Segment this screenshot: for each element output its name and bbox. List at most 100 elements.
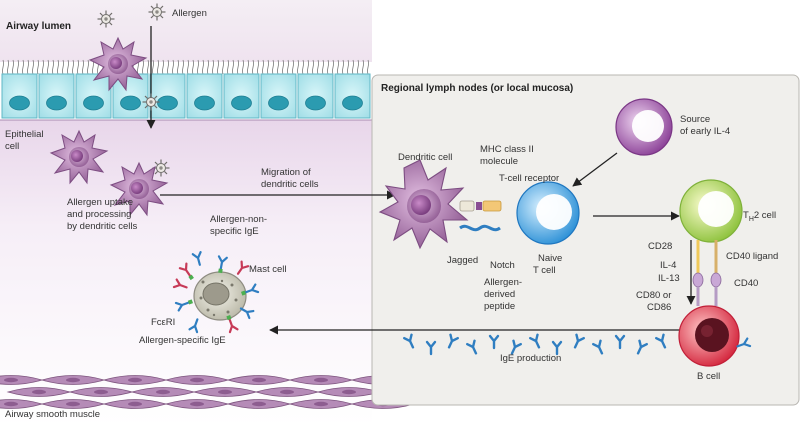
- receptor-pairs: [459, 200, 502, 232]
- dendritic-cell-large: [378, 159, 469, 250]
- il4-arrow: [572, 152, 618, 187]
- costimulatory-molecules: [692, 240, 722, 306]
- mast-cell: [172, 251, 260, 334]
- ige-antibody-icon: [529, 333, 541, 349]
- ige-antibody-icon: [172, 278, 188, 289]
- ige-antibody-icon: [510, 339, 522, 355]
- allergen-icon: [141, 92, 161, 112]
- epithelial-nucleus: [268, 95, 289, 111]
- specific-ige-label: Allergen-specific IgE: [139, 335, 226, 346]
- epithelial-nucleus: [305, 95, 326, 111]
- ige-antibody-icon: [403, 333, 415, 349]
- t-cell-receptor-icon: [482, 200, 502, 212]
- lymph-node-title: Regional lymph nodes (or local mucosa): [381, 83, 573, 94]
- svg-text:derived: derived: [484, 289, 515, 300]
- epithelial-cell: [1, 73, 38, 119]
- naive-t-cell: [516, 181, 580, 245]
- cd28-label: CD28: [648, 241, 672, 252]
- svg-text:T cell: T cell: [533, 265, 556, 276]
- ige-antibody-icon: [217, 255, 228, 274]
- il13-label: IL-13: [658, 273, 680, 284]
- epithelial-nucleus: [342, 95, 363, 111]
- epithelial-nucleus: [231, 95, 252, 111]
- ige-antibody-icon: [614, 334, 626, 350]
- svg-text:and processing: and processing: [67, 209, 131, 220]
- cilia: [2, 59, 369, 75]
- text-labels: Airway lumen Allergen Epithelial cell Al…: [5, 8, 778, 420]
- il4-label: IL-4: [660, 260, 676, 271]
- ige-antibody-icon: [573, 333, 585, 349]
- th2-cell-label: TH2 cell: [743, 210, 776, 223]
- ige-antibody-icon: [425, 340, 437, 356]
- mhc-class-ii-icon: [459, 200, 475, 212]
- ige-antibodies: [403, 333, 667, 356]
- th2-cell: [679, 179, 743, 243]
- ige-antibody-icon: [178, 262, 194, 281]
- cd80-label: CD80 or: [636, 290, 671, 301]
- allergen-label: Allergen: [172, 8, 207, 19]
- il4-source-cell: [615, 98, 673, 156]
- epithelial-nucleus: [9, 95, 30, 111]
- dendritic-cell-label: Dendritic cell: [398, 152, 452, 163]
- ige-antibody-icon: [488, 334, 500, 350]
- svg-text:molecule: molecule: [480, 156, 518, 167]
- ige-antibody-icon: [551, 340, 563, 356]
- tcr-label: T-cell receptor: [499, 173, 559, 184]
- ige-antibody-icon: [174, 299, 194, 312]
- mast-cell-ige: [172, 251, 260, 334]
- ige-antibody-icon: [240, 283, 260, 296]
- allergen-icon: [96, 9, 116, 29]
- cd40-label: CD40: [734, 278, 758, 289]
- epithelial-nucleus: [46, 95, 67, 111]
- ige-antibody-icon: [188, 318, 199, 334]
- ige-antibody-icon: [636, 339, 648, 355]
- svg-text:by dendritic cells: by dendritic cells: [67, 221, 137, 232]
- jagged-label: Jagged: [447, 255, 478, 266]
- cd40-icon: [710, 272, 722, 288]
- mhc-label: MHC class II: [480, 144, 534, 155]
- svg-text:dendritic cells: dendritic cells: [261, 179, 319, 190]
- naive-t-cell-label: Naive: [538, 253, 562, 264]
- b-cell: [678, 305, 752, 367]
- epithelial-nucleus: [194, 95, 215, 111]
- notch-label: Notch: [490, 260, 515, 271]
- b-cell-label: B cell: [697, 371, 720, 382]
- airway-lumen-label: Airway lumen: [6, 21, 71, 32]
- nonspecific-ige-label: Allergen-non-: [210, 214, 267, 225]
- svg-text:CD86: CD86: [647, 302, 671, 313]
- jagged-notch-icon: [459, 224, 501, 232]
- svg-text:of early IL-4: of early IL-4: [680, 126, 730, 137]
- svg-text:cell: cell: [5, 141, 19, 152]
- ige-antibody-icon: [466, 339, 478, 355]
- epithelial-nucleus: [157, 95, 178, 111]
- epithelial-nucleus: [120, 95, 141, 111]
- epithelial-nucleus: [83, 95, 104, 111]
- ige-antibody-icon: [592, 339, 604, 355]
- svg-text:specific IgE: specific IgE: [210, 226, 259, 237]
- mast-cell-label: Mast cell: [249, 264, 286, 275]
- smooth-muscle-label: Airway smooth muscle: [5, 409, 100, 420]
- migration-label: Migration of: [261, 167, 311, 178]
- epithelial-layer: [1, 73, 371, 119]
- allergen-peptide-icon: [476, 202, 482, 210]
- svg-text:peptide: peptide: [484, 301, 515, 312]
- fcer1-label: FcεRI: [151, 317, 175, 328]
- mast-cell-nucleus: [202, 282, 230, 306]
- arrows: [146, 26, 696, 335]
- il4-source-label: Source: [680, 114, 710, 125]
- allergen-icon: [147, 2, 167, 22]
- cd40-ligand-label: CD40 ligand: [726, 251, 778, 262]
- ige-antibody-icon: [226, 314, 239, 334]
- ige-antibody-icon: [447, 333, 459, 349]
- epithelial-cell-label: Epithelial: [5, 129, 44, 140]
- ige-antibody-icon: [236, 260, 250, 275]
- peptide-label: Allergen-: [484, 277, 522, 288]
- cd80-icon: [692, 272, 704, 288]
- ige-antibody-icon: [239, 307, 255, 320]
- ige-antibody-icon: [191, 251, 202, 266]
- airway-tissue: [0, 0, 372, 426]
- airway-lumen-region: [0, 0, 372, 62]
- ige-antibody-icon: [655, 333, 667, 349]
- ige-production-label: IgE production: [500, 353, 561, 364]
